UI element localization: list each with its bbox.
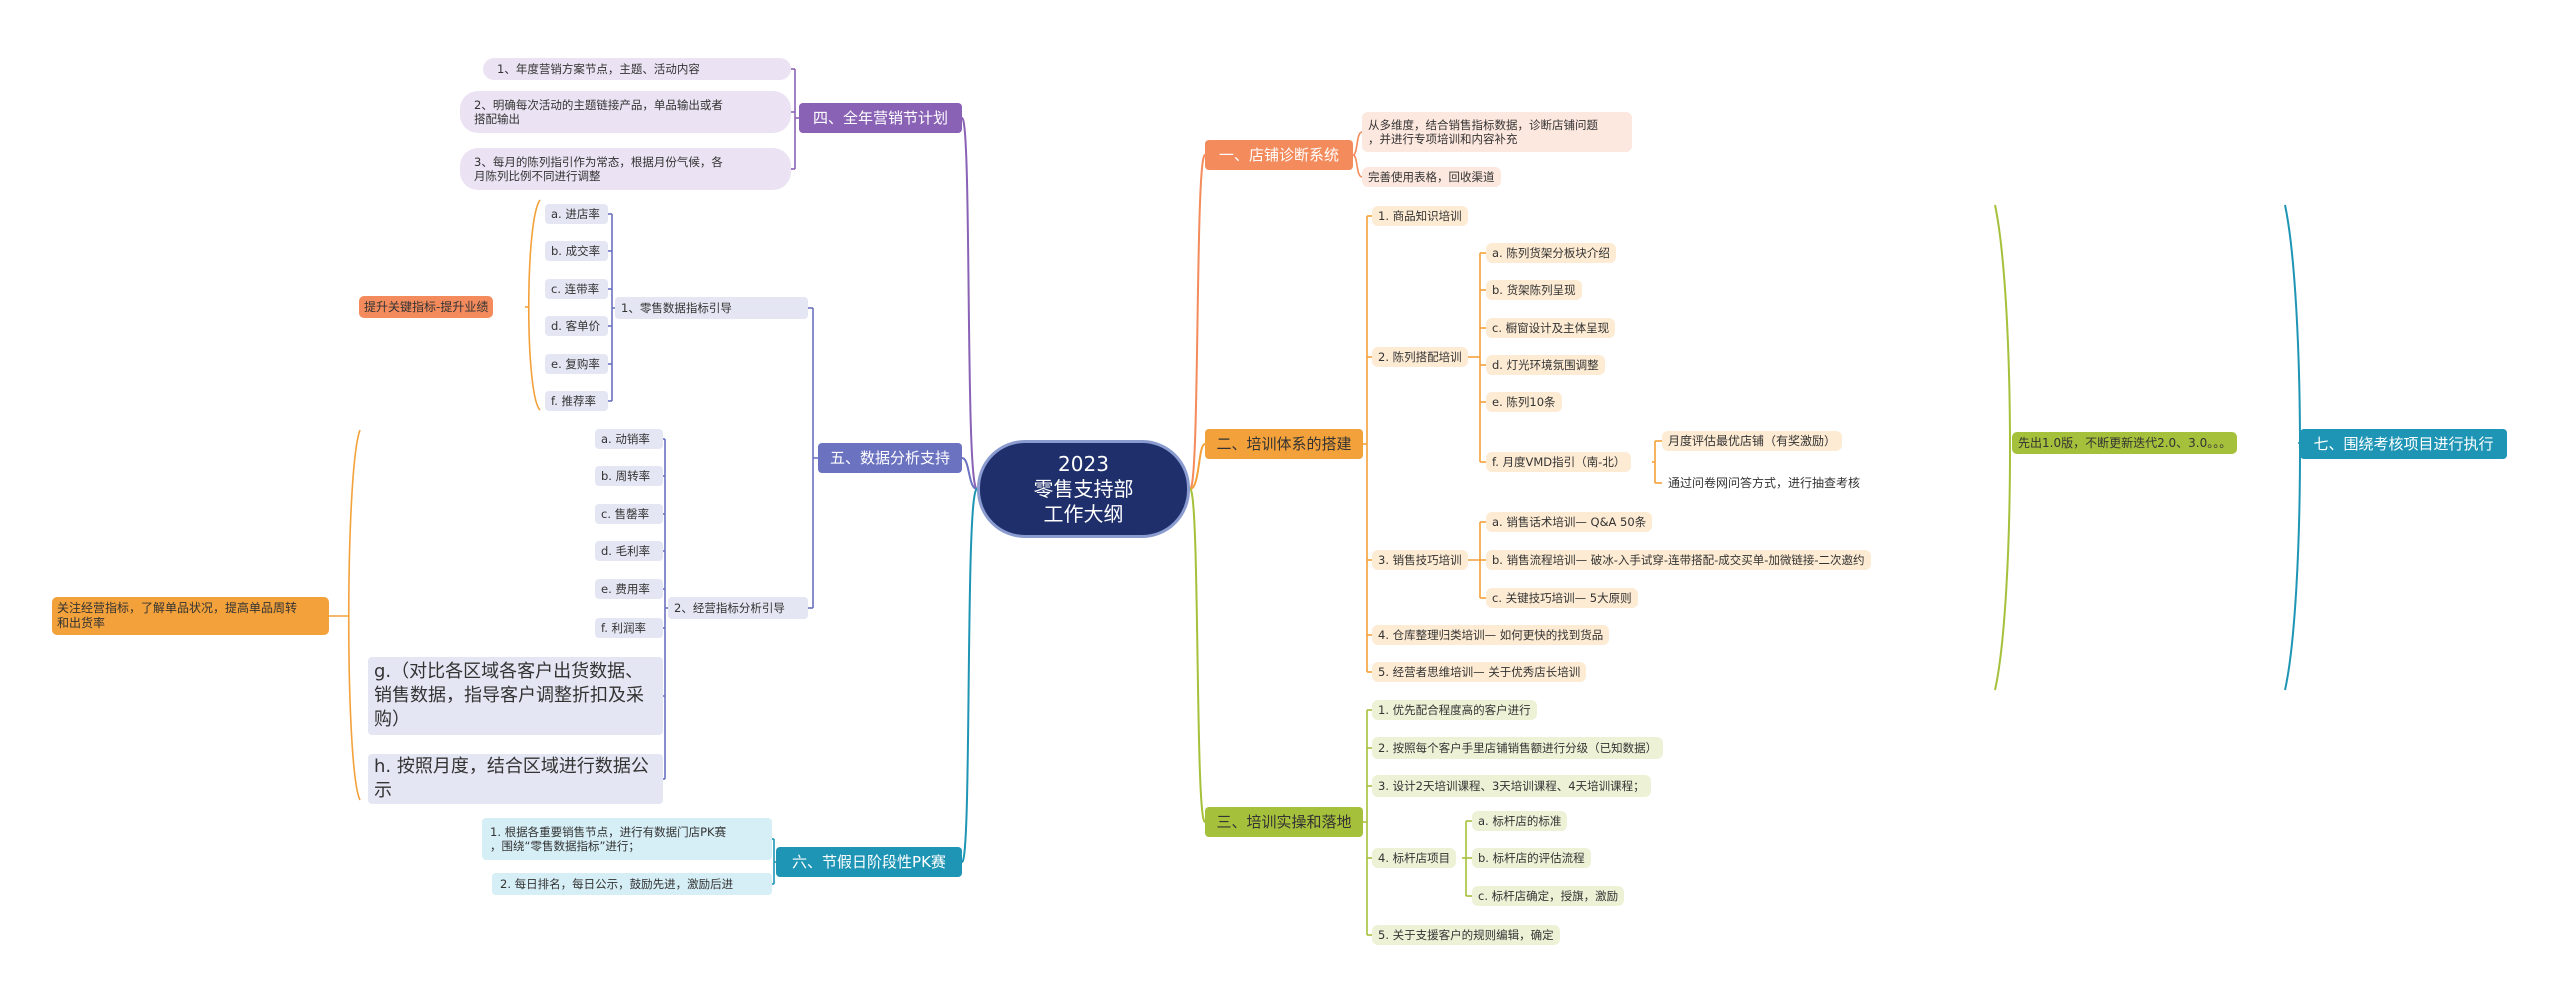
b1-item-2[interactable]: 完善使用表格，回收渠道 (1362, 167, 1501, 187)
b2-display-b[interactable]: b. 货架陈列呈现 (1486, 280, 1582, 300)
b2-sub-sales-skill[interactable]: 3. 销售技巧培训 (1372, 550, 1468, 570)
branch-data-analysis[interactable]: 五、数据分析支持 (818, 443, 962, 473)
connector (1189, 443, 1206, 490)
b2-sales-c[interactable]: c. 关键技巧培训— 5大原则 (1486, 588, 1638, 608)
connector (961, 488, 978, 863)
retail-metrics-note[interactable]: 提升关键指标-提升业绩 (359, 296, 494, 318)
branch-holiday-pk[interactable]: 六、节假日阶段性PK赛 (776, 847, 962, 877)
branch-assessment-execution[interactable]: 七、围绕考核项目进行执行 (2300, 429, 2507, 459)
central-topic-line3: 工作大纲 (1043, 501, 1124, 526)
b2-sales-b[interactable]: b. 销售流程培训— 破冰-入手试穿-连带搭配-成交买单-加微链接-二次邀约 (1486, 550, 1871, 570)
b2-display-c[interactable]: c. 橱窗设计及主体呈现 (1486, 318, 1616, 338)
biz-metric-b[interactable]: b. 周转率 (595, 466, 663, 486)
connector (1352, 154, 1363, 178)
b6-item-1[interactable]: 1. 根据各重要销售节点，进行有数据门店PK赛 ，围绕“零售数据指标”进行； (482, 818, 772, 860)
biz-metric-c[interactable]: c. 售罄率 (595, 504, 663, 524)
b2-display-e[interactable]: e. 陈列10条 (1486, 392, 1562, 412)
branch-training-system[interactable]: 二、培训体系的搭建 (1205, 429, 1363, 459)
b2-display-a[interactable]: a. 陈列货架分板块介绍 (1486, 243, 1616, 263)
metric-a[interactable]: a. 进店率 (545, 204, 608, 224)
biz-metric-g[interactable]: g.（对比各区域各客户出货数据、销售数据，指导客户调整折扣及采购） (368, 657, 663, 735)
central-topic-line1: 2023 (1058, 451, 1109, 476)
branch-store-diagnosis[interactable]: 一、店铺诊断系统 (1205, 140, 1353, 170)
b3-item-1[interactable]: 1. 优先配合程度高的客户进行 (1372, 700, 1537, 720)
connector (961, 457, 978, 490)
b2-sub-product[interactable]: 1. 商品知识培训 (1372, 206, 1468, 226)
b2-sub-display[interactable]: 2. 陈列搭配培训 (1372, 347, 1468, 367)
b2-sub-manager[interactable]: 5. 经营者思维培训— 关于优秀店长培训 (1372, 662, 1587, 682)
metric-f[interactable]: f. 推荐率 (545, 391, 608, 411)
connector (1352, 131, 1363, 156)
b3-item-4[interactable]: 4. 标杆店项目 (1372, 848, 1457, 868)
b6-item-2[interactable]: 2. 每日排名，每日公示，鼓励先进，激励后进 (492, 873, 772, 895)
b3-benchmark-b[interactable]: b. 标杆店的评估流程 (1472, 848, 1591, 868)
metric-b[interactable]: b. 成交率 (545, 241, 608, 261)
metric-c[interactable]: c. 连带率 (545, 279, 608, 299)
b3-benchmark-c[interactable]: c. 标杆店确定，授旗，激励 (1472, 886, 1625, 906)
biz-metric-d[interactable]: d. 毛利率 (595, 541, 663, 561)
connector (1189, 488, 1206, 823)
business-metrics-note[interactable]: 关注经营指标，了解单品状况，提高单品周转 和出货率 (52, 597, 329, 635)
b2-display-f[interactable]: f. 月度VMD指引（南-北） (1486, 452, 1632, 472)
vmd-note-2[interactable]: 通过问卷网问答方式，进行抽查考核 (1668, 475, 1861, 490)
biz-metric-f[interactable]: f. 利润率 (595, 618, 663, 638)
b3-item-3[interactable]: 3. 设计2天培训课程、3天培训课程、4天培训课程； (1372, 775, 1651, 797)
biz-metric-a[interactable]: a. 动销率 (595, 429, 663, 449)
metric-e[interactable]: e. 复购率 (545, 354, 608, 374)
b2-display-d[interactable]: d. 灯光环境氛围调整 (1486, 355, 1605, 375)
b4-item-3[interactable]: 3、每月的陈列指引作为常态，根据月份气候，各 月陈列比例不同进行调整 (460, 148, 791, 190)
connector (1994, 204, 2011, 691)
b5-sub-retail-metrics[interactable]: 1、零售数据指标引导 (615, 297, 808, 319)
b3-benchmark-a[interactable]: a. 标杆店的标准 (1472, 811, 1568, 831)
b2-sales-a[interactable]: a. 销售话术培训— Q&A 50条 (1486, 512, 1653, 532)
b1-item-1[interactable]: 从多维度，结合销售指标数据，诊断店铺问题 ，并进行专项培训和内容补充 (1362, 112, 1632, 152)
central-topic[interactable]: 2023 零售支持部 工作大纲 (977, 440, 1190, 538)
b5-sub-business-metrics[interactable]: 2、经营指标分析引导 (668, 597, 808, 619)
connector (2284, 204, 2301, 691)
b3-item-2[interactable]: 2. 按照每个客户手里店铺销售额进行分级（已知数据） (1372, 737, 1664, 759)
b7-iteration-note[interactable]: 先出1.0版，不断更新迭代2.0、3.0。。。 (2012, 432, 2238, 454)
metric-d[interactable]: d. 客单价 (545, 316, 608, 336)
b4-item-1[interactable]: 1、年度营销方案节点，主题、活动内容 (483, 58, 791, 80)
b2-sub-warehouse[interactable]: 4. 仓库整理归类培训— 如何更快的找到货品 (1372, 625, 1610, 645)
connector (528, 199, 541, 411)
branch-training-practice[interactable]: 三、培训实操和落地 (1205, 807, 1363, 837)
b4-item-2[interactable]: 2、明确每次活动的主题链接产品，单品输出或者 搭配输出 (460, 91, 791, 133)
b3-item-5[interactable]: 5. 关于支援客户的规则编辑，确定 (1372, 925, 1560, 945)
central-topic-line2: 零售支持部 (1033, 476, 1134, 501)
connector (961, 117, 978, 490)
connector (1189, 154, 1206, 490)
branch-annual-marketing[interactable]: 四、全年营销节计划 (799, 103, 962, 133)
vmd-note-1[interactable]: 月度评估最优店铺（有奖激励） (1662, 431, 1843, 451)
biz-metric-e[interactable]: e. 费用率 (595, 579, 663, 599)
connector (347, 429, 361, 801)
biz-metric-h[interactable]: h. 按照月度，结合区域进行数据公示 (368, 754, 663, 804)
